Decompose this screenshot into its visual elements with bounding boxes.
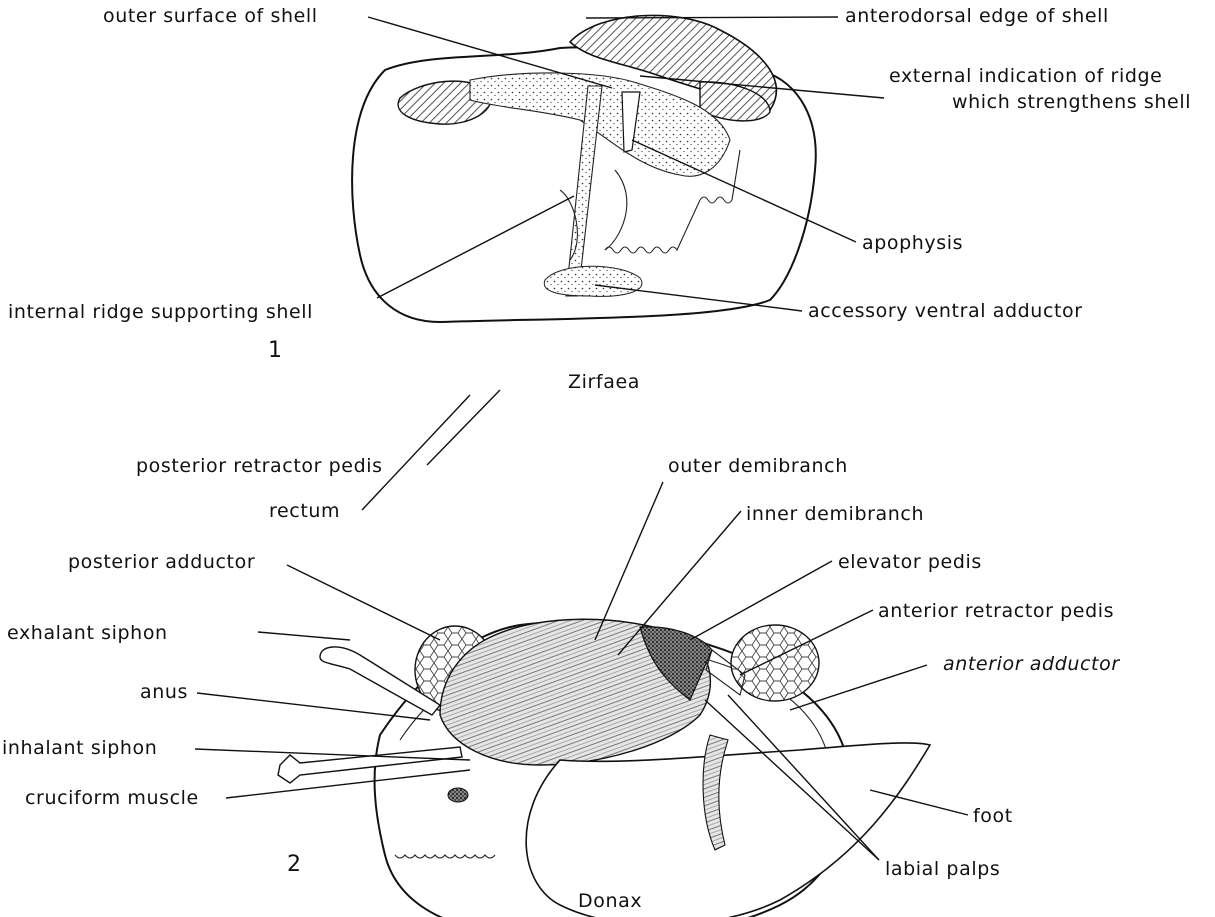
label-anterior-retractor-pedis: anterior retractor pedis	[878, 600, 1114, 622]
label-posterior-adductor: posterior adductor	[68, 551, 255, 573]
label-posterior-retractor-pedis: posterior retractor pedis	[136, 455, 383, 477]
label-accessory-ventral-adductor: accessory ventral adductor	[808, 300, 1083, 322]
label-elevator-pedis: elevator pedis	[838, 551, 982, 573]
label-anus: anus	[140, 681, 188, 703]
label-labial-palps: labial palps	[885, 858, 1000, 880]
label-inner-demibranch: inner demibranch	[746, 503, 924, 525]
label-anterior-adductor: anterior adductor	[943, 653, 1120, 675]
zirfaea-shell-drawing	[352, 15, 816, 322]
label-rectum: rectum	[269, 500, 340, 522]
label-external-ridge-line2: which strengthens shell	[952, 91, 1191, 113]
label-internal-ridge: internal ridge supporting shell	[8, 301, 313, 323]
label-outer-surface-of-shell: outer surface of shell	[103, 5, 318, 27]
label-foot: foot	[973, 805, 1013, 827]
label-exhalant-siphon: exhalant siphon	[7, 622, 168, 644]
label-inhalant-siphon: inhalant siphon	[2, 737, 157, 759]
label-apophysis: apophysis	[862, 232, 963, 254]
figure1-number: 1	[268, 340, 283, 362]
label-external-ridge-line1: external indication of ridge	[889, 65, 1162, 87]
figure2-caption: Donax	[578, 890, 642, 912]
donax-drawing	[278, 619, 930, 917]
label-outer-demibranch: outer demibranch	[668, 455, 848, 477]
figure1-caption: Zirfaea	[568, 371, 640, 393]
label-cruciform-muscle: cruciform muscle	[25, 787, 199, 809]
label-anterodorsal-edge: anterodorsal edge of shell	[845, 5, 1109, 27]
figure2-number: 2	[287, 854, 302, 876]
